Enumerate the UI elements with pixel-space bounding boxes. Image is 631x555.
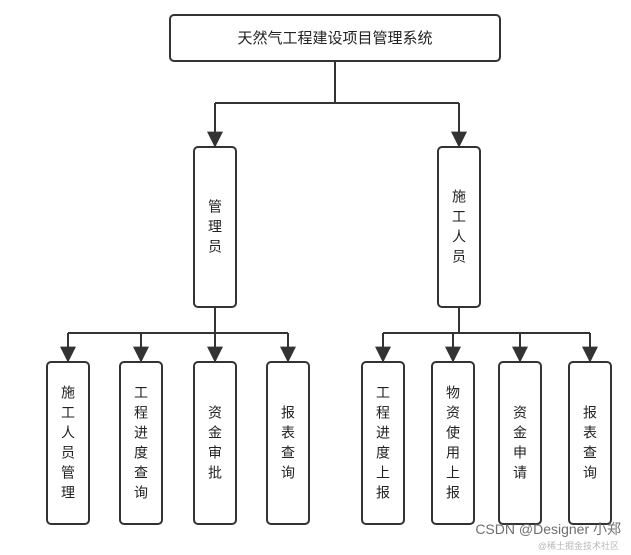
role-node-worker	[437, 146, 481, 308]
function-node-worker-1	[431, 361, 475, 525]
function-node-label-admin-0: 施工人员管理	[61, 385, 75, 501]
role-node-label-admin: 管理员	[208, 199, 222, 255]
function-node-worker-0	[361, 361, 405, 525]
watermark-text: CSDN @Designer 小郑	[475, 521, 621, 537]
function-node-label-admin-3: 报表查询	[281, 405, 295, 481]
function-node-worker-2	[498, 361, 542, 525]
function-node-admin-3	[266, 361, 310, 525]
function-node-worker-3	[568, 361, 612, 525]
function-node-label-worker-1: 物资使用上报	[446, 385, 460, 501]
function-node-admin-0	[46, 361, 90, 525]
watermark-subtext: @稀土掘金技术社区	[537, 541, 619, 551]
function-node-label-admin-1: 工程进度查询	[134, 385, 148, 501]
connector-lines	[60, 61, 598, 363]
root-node	[169, 14, 501, 62]
function-node-label-worker-2: 资金申请	[513, 405, 527, 481]
function-node-label-worker-3: 报表查询	[583, 405, 597, 481]
function-node-admin-2	[193, 361, 237, 525]
function-node-admin-1	[119, 361, 163, 525]
function-node-label-worker-0: 工程进度上报	[376, 385, 390, 501]
function-node-label-admin-2: 资金审批	[208, 405, 222, 481]
root-node-label: 天然气工程建设项目管理系统	[237, 29, 432, 47]
role-node-admin	[193, 146, 237, 308]
role-node-label-worker: 施工人员	[452, 189, 466, 265]
